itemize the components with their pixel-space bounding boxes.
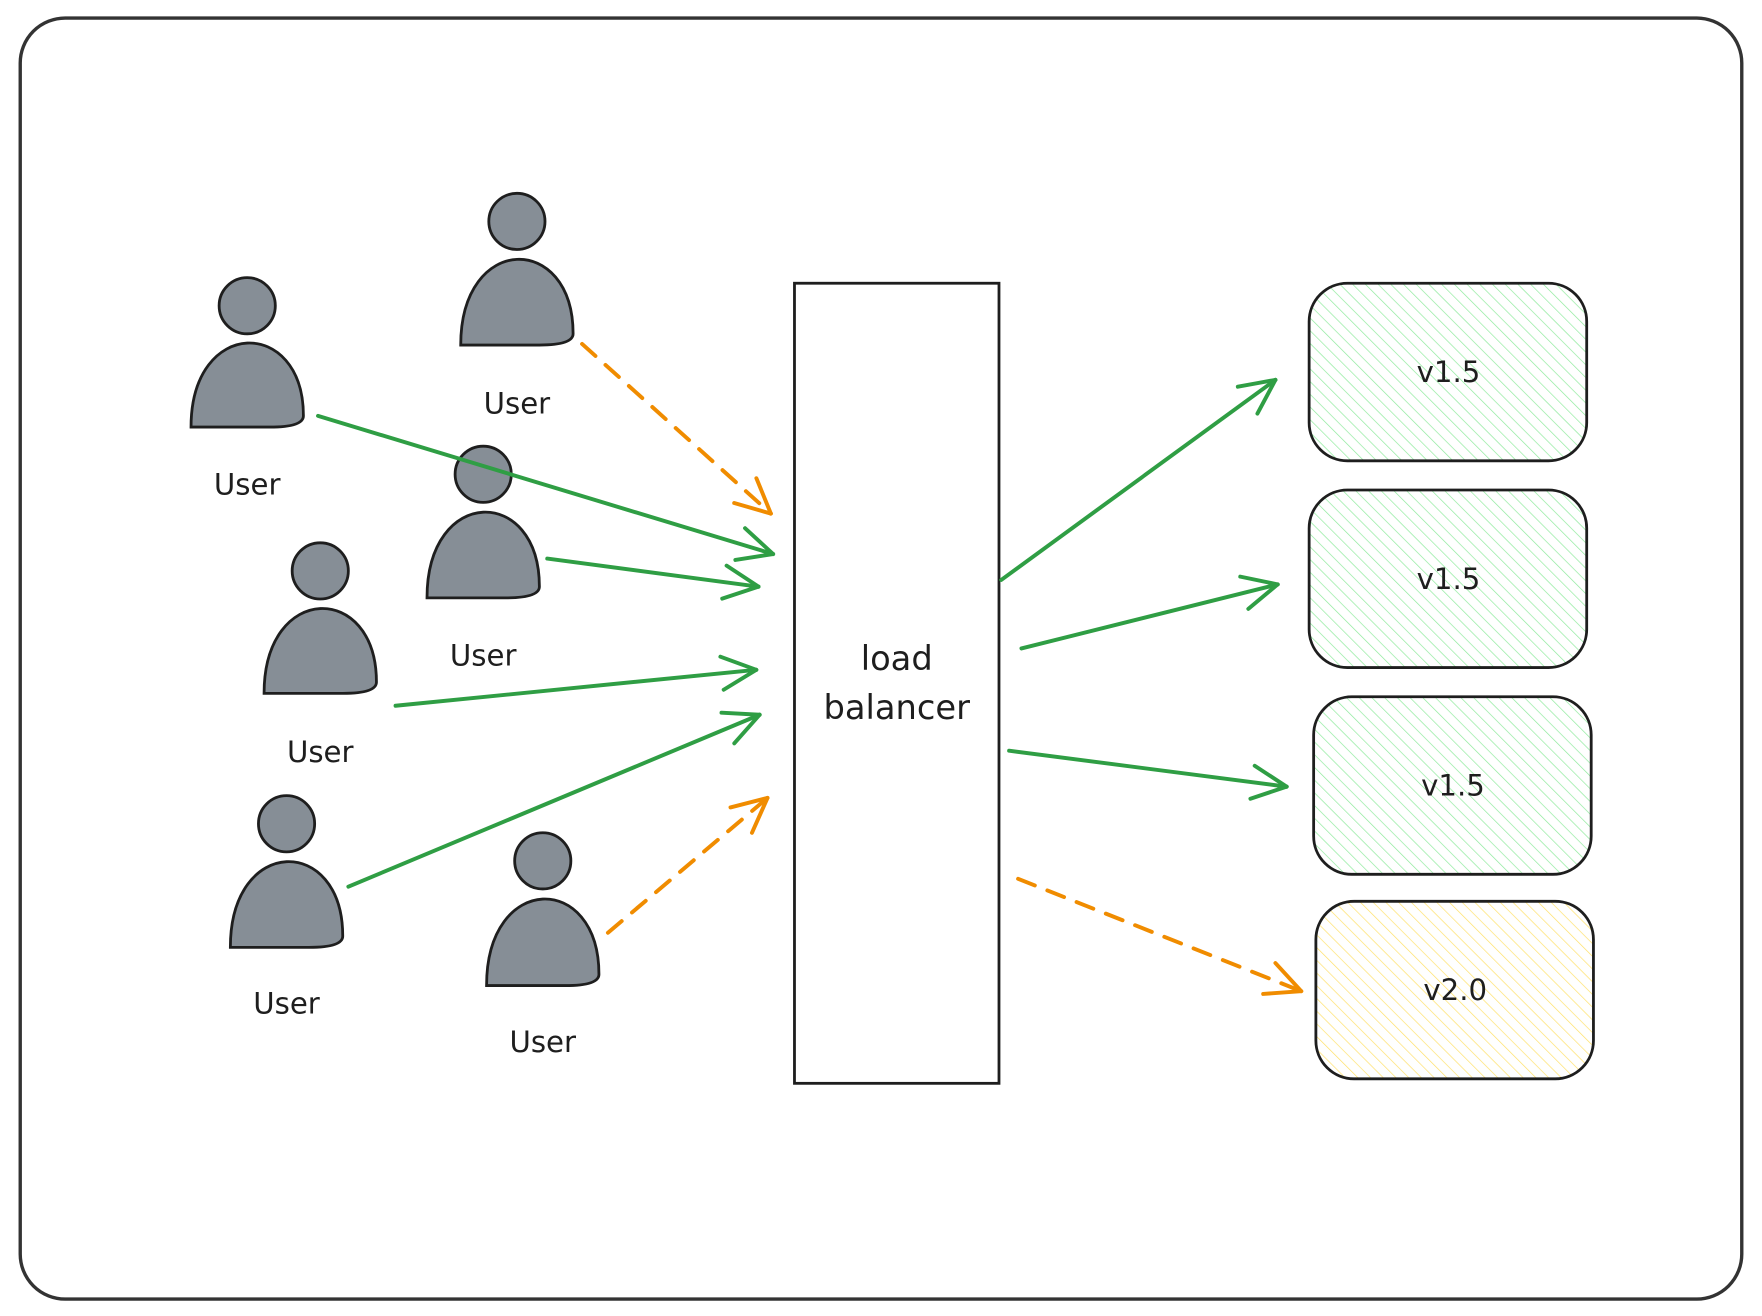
- user-label: User: [214, 467, 281, 501]
- server-1[interactable]: v1.5: [1307, 281, 1589, 463]
- server-version-label: v1.5: [1417, 355, 1481, 389]
- traffic-arrow-8: [1019, 574, 1280, 651]
- user-head-icon: [513, 831, 573, 891]
- load-balancer-label-line1: load: [861, 639, 933, 678]
- user-label: User: [450, 638, 517, 672]
- user-body-icon: [228, 860, 345, 949]
- user-6[interactable]: User: [485, 831, 601, 1059]
- user-2[interactable]: User: [459, 191, 575, 421]
- canary-arrow-6: [605, 795, 770, 935]
- server-box: [1307, 488, 1589, 669]
- traffic-arrow-1: [316, 413, 776, 562]
- user-body-icon: [262, 607, 378, 695]
- server-version-label: v1.5: [1417, 562, 1481, 596]
- traffic-arrow-3: [393, 654, 759, 708]
- user-label: User: [287, 735, 354, 769]
- server-4[interactable]: v2.0: [1314, 899, 1595, 1081]
- server-box: [1307, 281, 1589, 463]
- traffic-arrow-7: [999, 377, 1278, 582]
- traffic-arrow-9: [1007, 748, 1289, 801]
- server-2[interactable]: v1.5: [1307, 488, 1589, 669]
- user-label: User: [484, 387, 551, 421]
- user-label: User: [253, 987, 320, 1021]
- user-head-icon: [487, 191, 547, 251]
- canary-arrow-10: [1016, 876, 1304, 996]
- server-box: [1312, 695, 1593, 876]
- server-box: [1314, 899, 1595, 1081]
- user-body-icon: [485, 897, 601, 987]
- load-balancer-box[interactable]: [793, 281, 1001, 1085]
- user-4[interactable]: User: [262, 541, 378, 769]
- user-1[interactable]: User: [189, 276, 305, 502]
- server-3[interactable]: v1.5: [1312, 695, 1593, 876]
- user-head-icon: [453, 444, 513, 504]
- frame: [18, 16, 1744, 1301]
- user-body-icon: [425, 510, 541, 600]
- canary-arrow-5: [580, 341, 773, 516]
- server-version-label: v1.5: [1421, 769, 1485, 803]
- user-head-icon: [290, 541, 350, 601]
- traffic-arrow-4: [346, 710, 762, 889]
- user-head-icon: [217, 276, 277, 336]
- traffic-arrow-2: [545, 556, 761, 601]
- user-body-icon: [459, 257, 575, 347]
- user-body-icon: [189, 341, 305, 429]
- user-3[interactable]: User: [425, 444, 541, 672]
- user-label: User: [509, 1025, 576, 1059]
- server-version-label: v2.0: [1423, 973, 1487, 1007]
- user-head-icon: [257, 794, 317, 854]
- user-5[interactable]: User: [228, 794, 345, 1021]
- load-balancer-label-line2: balancer: [823, 688, 970, 727]
